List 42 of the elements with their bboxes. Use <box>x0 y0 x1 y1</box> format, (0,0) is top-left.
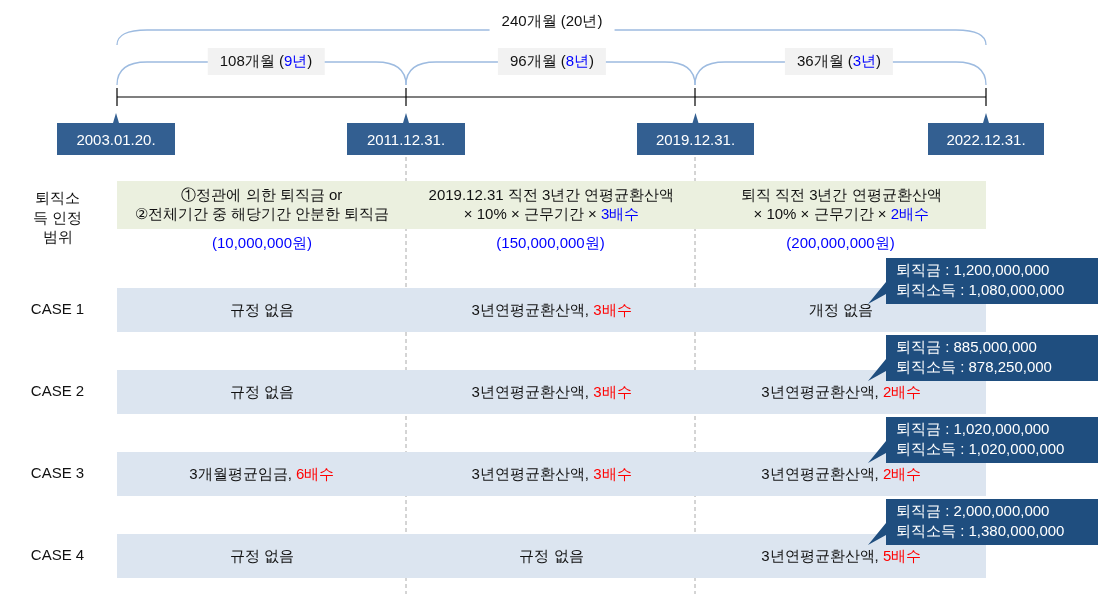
date-box: 2022.12.31. <box>928 123 1044 155</box>
cell-text: 3년연평균환산액, 2배수 <box>761 464 922 484</box>
range-band <box>117 181 986 229</box>
row-label: CASE 1 <box>29 300 86 317</box>
row-label: CASE 2 <box>29 382 86 399</box>
callout-box <box>866 499 1098 547</box>
amount-label: (200,000,000원) <box>785 234 896 253</box>
brace-label: 108개월 (9년) <box>207 48 325 75</box>
cell-text: 규정 없음 <box>229 382 294 402</box>
row-label: CASE 3 <box>29 464 86 481</box>
callout-text: 퇴직소득 : 1,080,000,000 <box>896 281 1065 300</box>
cell-text: 3년연평균환산액, 5배수 <box>761 546 922 566</box>
callout-text: 퇴직소득 : 1,380,000,000 <box>896 522 1065 541</box>
amount-label: (150,000,000원) <box>495 234 606 253</box>
cell-text: 2019.12.31 직전 3년간 연평균환산액 × 10% × 근무기간 × 3배수 <box>428 186 675 224</box>
callout-box <box>866 335 1098 383</box>
callout-text: 퇴직금 : 1,200,000,000 <box>896 261 1050 280</box>
callout-text: 퇴직소득 : 1,020,000,000 <box>896 440 1065 459</box>
cell-text: 퇴직 직전 3년간 연평균환산액 × 10% × 근무기간 × 2배수 <box>740 186 942 224</box>
row-label: CASE 4 <box>29 546 86 563</box>
date-box: 2011.12.31. <box>347 123 465 155</box>
cell-text: 3년연평균환산액, 2배수 <box>761 382 922 402</box>
callout-box <box>866 417 1098 465</box>
cell-text: 3년연평균환산액, 3배수 <box>471 464 632 484</box>
amount-label: (10,000,000원) <box>210 234 314 253</box>
date-box: 2019.12.31. <box>637 123 754 155</box>
cell-text: 3년연평균환산액, 3배수 <box>471 382 632 402</box>
cell-text: 규정 없음 <box>229 300 294 320</box>
row-label: 퇴직소득 인정범위 <box>31 188 84 247</box>
cell-text: 3개월평균임금, 6배수 <box>189 464 335 484</box>
callout-text: 퇴직금 : 1,020,000,000 <box>896 420 1050 439</box>
cell-text: ①정관에 의한 퇴직금 or ②전체기간 중 해당기간 안분한 퇴직금 <box>134 186 390 224</box>
brace-label: 96개월 (8년) <box>497 48 607 75</box>
date-box: 2003.01.20. <box>57 123 175 155</box>
brace-label: 36개월 (3년) <box>784 48 894 75</box>
callout-text: 퇴직소득 : 878,250,000 <box>896 358 1052 377</box>
cell-text: 규정 없음 <box>519 546 584 566</box>
cell-text: 3년연평균환산액, 3배수 <box>471 300 632 320</box>
cell-text: 개정 없음 <box>809 300 874 320</box>
cell-text: 규정 없음 <box>229 546 294 566</box>
callout-text: 퇴직금 : 2,000,000,000 <box>896 502 1050 521</box>
callout-text: 퇴직금 : 885,000,000 <box>896 338 1037 357</box>
